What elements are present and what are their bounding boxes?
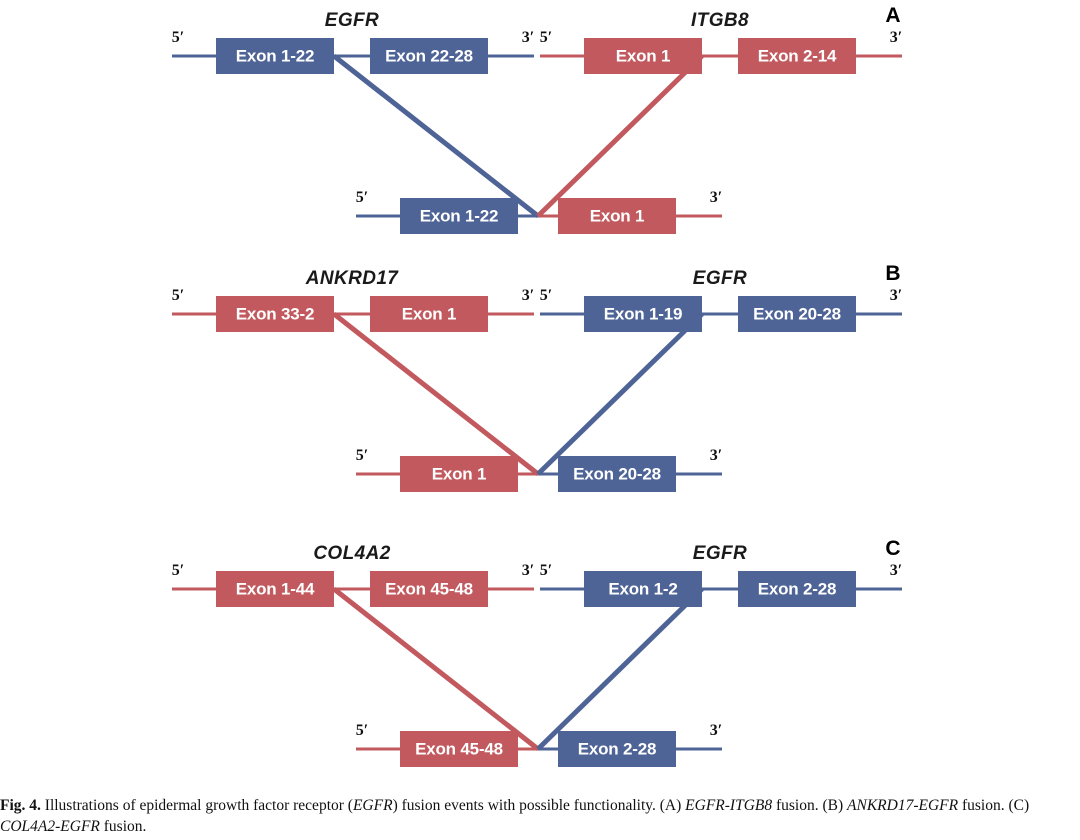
panel-A-fusion-exon-box-1 bbox=[400, 198, 518, 234]
panel-C-left-gene-exon-box-1 bbox=[216, 571, 334, 607]
panel-C-fusion-exon-label-2: Exon 2-28 bbox=[578, 739, 657, 758]
panel-C-left-gene-three-prime-label: 3′ bbox=[522, 562, 535, 579]
panel-B-fusion-exon-box-1 bbox=[400, 456, 518, 492]
panel-A-right-gene-exon-label-2: Exon 2-14 bbox=[758, 46, 837, 65]
panel-B-fusion-exon-label-1: Exon 1 bbox=[432, 464, 487, 483]
panel-A-right-gene-exon-box-2 bbox=[738, 38, 856, 74]
panel-A-breakpoint-line-left bbox=[332, 54, 540, 218]
panel-C-fusion-exon-box-1 bbox=[400, 731, 518, 767]
panel-B-fusion-exon-label-2: Exon 20-28 bbox=[573, 464, 661, 483]
caption-body: Illustrations of epidermal growth factor… bbox=[0, 797, 1030, 836]
panel-B-right-gene-exon-box-2 bbox=[738, 296, 856, 332]
panel-B-right-gene-exon-label-1: Exon 1-19 bbox=[604, 304, 683, 323]
panel-A-right-gene-three-prime-label: 3′ bbox=[890, 29, 903, 46]
panel-C-fusion-exon-box-2 bbox=[558, 731, 676, 767]
panel-B-left-gene-exon-box-1 bbox=[216, 296, 334, 332]
panel-C-breakpoint-line-right bbox=[536, 587, 704, 751]
panel-B-left-gene-exon-label-1: Exon 33-2 bbox=[236, 304, 315, 323]
gene-name-egfr-a: EGFR bbox=[325, 10, 379, 31]
panel-C-left-gene-exon-label-2: Exon 45-48 bbox=[385, 579, 473, 598]
gene-name-egfr-c: EGFR bbox=[693, 543, 747, 564]
gene-name-itgb8-a: ITGB8 bbox=[691, 10, 749, 31]
panel-letter-b: B bbox=[885, 262, 900, 285]
panel-A-left-gene-exon-box-2 bbox=[370, 38, 488, 74]
panel-B-left-gene-three-prime-label: 3′ bbox=[522, 287, 535, 304]
caption-gene-name: EGFR bbox=[352, 797, 393, 814]
panel-C-left-gene-five-prime-label: 5′ bbox=[172, 562, 185, 579]
panel-B-fusion-five-prime-label: 5′ bbox=[356, 447, 369, 464]
panel-A-right-gene-five-prime-label: 5′ bbox=[540, 29, 553, 46]
panel-C-right-gene-exon-label-2: Exon 2-28 bbox=[758, 579, 837, 598]
panel-A-fusion-exon-box-2 bbox=[558, 198, 676, 234]
panel-letter-c: C bbox=[885, 537, 900, 560]
panel-A-left-gene-exon-label-1: Exon 1-22 bbox=[236, 46, 315, 65]
caption-gene-name: COL4A2-EGFR bbox=[0, 818, 100, 836]
panel-C-fusion-three-prime-label: 3′ bbox=[710, 722, 723, 739]
caption-prefix: Fig. 4. bbox=[0, 797, 41, 814]
panel-C-right-gene-exon-box-2 bbox=[738, 571, 856, 607]
panel-A-left-gene-exon-label-2: Exon 22-28 bbox=[385, 46, 473, 65]
panel-C-right-gene-five-prime-label: 5′ bbox=[540, 562, 553, 579]
panel-B-fusion-three-prime-label: 3′ bbox=[710, 447, 723, 464]
caption-gene-name: EGFR-ITGB8 bbox=[685, 797, 773, 814]
figure-caption: Fig. 4. Illustrations of epidermal growt… bbox=[0, 795, 1064, 838]
panel-C-left-gene-exon-box-2 bbox=[370, 571, 488, 607]
panel-C-right-gene-exon-label-1: Exon 1-2 bbox=[608, 579, 677, 598]
panel-B-left-gene-exon-box-2 bbox=[370, 296, 488, 332]
panel-C-fusion-five-prime-label: 5′ bbox=[356, 722, 369, 739]
panel-C-left-gene-exon-label-1: Exon 1-44 bbox=[236, 579, 315, 598]
panel-A-fusion-three-prime-label: 3′ bbox=[710, 189, 723, 206]
panel-A-fusion-five-prime-label: 5′ bbox=[356, 189, 369, 206]
panel-C-right-gene-exon-box-1 bbox=[584, 571, 702, 607]
panel-B-right-gene-exon-box-1 bbox=[584, 296, 702, 332]
panel-B-right-gene-exon-label-2: Exon 20-28 bbox=[753, 304, 841, 323]
panel-A-fusion-exon-label-2: Exon 1 bbox=[590, 206, 645, 225]
caption-gene-name: ANKRD17-EGFR bbox=[847, 797, 959, 814]
panel-A-breakpoint-line-right bbox=[536, 54, 704, 218]
panel-C-breakpoint-line-left bbox=[332, 587, 540, 751]
panel-A-fusion-exon-label-1: Exon 1-22 bbox=[420, 206, 499, 225]
panel-B-right-gene-three-prime-label: 3′ bbox=[890, 287, 903, 304]
panel-B-breakpoint-line-right bbox=[536, 312, 704, 476]
panel-A-right-gene-exon-label-1: Exon 1 bbox=[616, 46, 671, 65]
panel-C-fusion-exon-label-1: Exon 45-48 bbox=[415, 739, 503, 758]
gene-name-col4a2-c: COL4A2 bbox=[313, 543, 390, 564]
panel-A-right-gene-exon-box-1 bbox=[584, 38, 702, 74]
panel-B-fusion-exon-box-2 bbox=[558, 456, 676, 492]
panel-B-left-gene-exon-label-2: Exon 1 bbox=[402, 304, 457, 323]
panel-B-right-gene-five-prime-label: 5′ bbox=[540, 287, 553, 304]
panel-B-left-gene-five-prime-label: 5′ bbox=[172, 287, 185, 304]
panel-A-left-gene-three-prime-label: 3′ bbox=[522, 29, 535, 46]
panel-letter-a: A bbox=[885, 4, 900, 27]
panel-C-right-gene-three-prime-label: 3′ bbox=[890, 562, 903, 579]
panel-B-breakpoint-line-left bbox=[332, 312, 540, 476]
gene-name-ankrd17-b: ANKRD17 bbox=[305, 268, 400, 289]
gene-name-egfr-b: EGFR bbox=[693, 268, 747, 289]
panel-A-left-gene-exon-box-1 bbox=[216, 38, 334, 74]
panel-A-left-gene-five-prime-label: 5′ bbox=[172, 29, 185, 46]
